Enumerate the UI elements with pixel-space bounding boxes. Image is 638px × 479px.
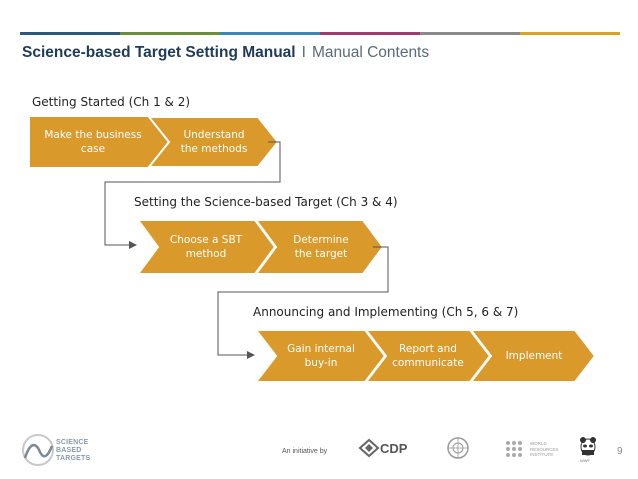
step-chevron-understand-methods: [146, 116, 280, 168]
section-label-announcing: Announcing and Implementing (Ch 5, 6 & 7…: [253, 305, 519, 319]
accent-segment-5: [420, 32, 520, 35]
title-separator: I: [301, 44, 306, 61]
cdp-logo-text: CDP: [380, 441, 408, 456]
step-chevron-make-business-case: [30, 117, 168, 167]
section-label-getting-started: Getting Started (Ch 1 & 2): [32, 95, 191, 109]
accent-segment-3: [220, 32, 320, 35]
connector-arrow-2: [217, 246, 389, 359]
accent-segment-4: [320, 32, 420, 35]
page-title: Science-based Target Setting Manual I Manu…: [22, 44, 429, 62]
title-sub: Manual Contents: [311, 44, 430, 61]
step-label-implement: Implement: [505, 350, 563, 362]
accent-segment-6: [520, 32, 620, 35]
initiative-text: An initiative by: [282, 448, 328, 455]
world-resources-institute-logo: [506, 441, 522, 457]
accent-segment-1: [20, 32, 120, 35]
connector-arrow-1: [104, 141, 281, 249]
page-number: 9: [617, 446, 623, 457]
section-label-setting-target: Setting the Science-based Target (Ch 3 &…: [134, 195, 398, 209]
cdp-logo: [358, 438, 380, 458]
wwf-panda-logo: [580, 437, 596, 456]
wwf-logo-text: WWF: [580, 458, 590, 463]
header-accent-bar: [20, 32, 620, 35]
science-based-targets-logo: [22, 434, 54, 466]
un-global-compact-logo: [447, 437, 469, 459]
accent-segment-2: [120, 32, 220, 35]
title-main: Science-based Target Setting Manual: [22, 44, 296, 61]
step-chevron-determine-target: [254, 219, 385, 275]
step-chevron-implement: [468, 329, 597, 383]
